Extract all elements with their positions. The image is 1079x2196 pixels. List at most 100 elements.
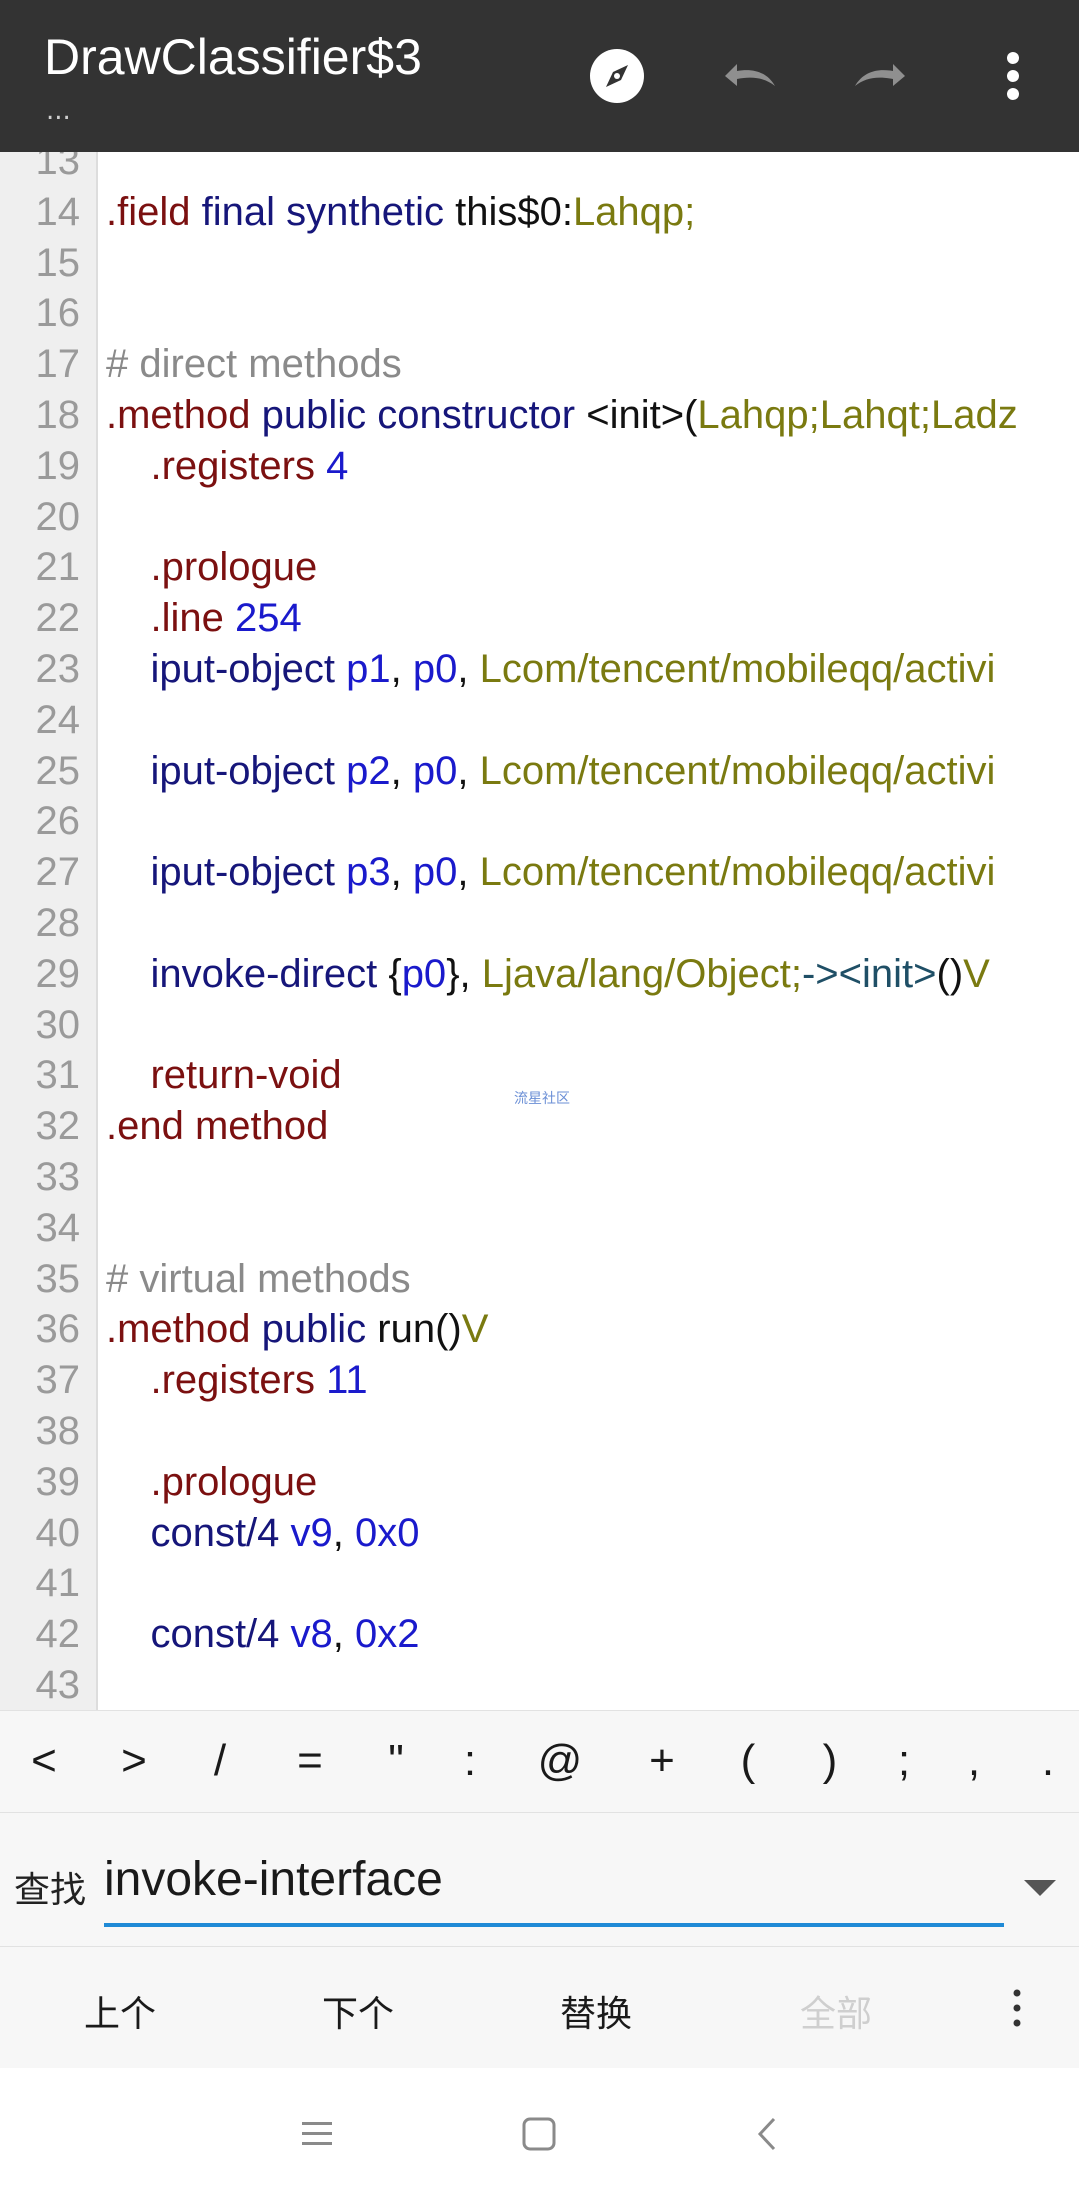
code-line[interactable]: 43 xyxy=(0,1660,1079,1710)
code-token: iput-object xyxy=(106,748,347,793)
code-line[interactable]: 35# virtual methods xyxy=(0,1254,1079,1305)
code-token: , xyxy=(332,1510,356,1555)
code-line[interactable]: 33 xyxy=(0,1152,1079,1203)
compass-icon[interactable] xyxy=(582,46,652,106)
code-line[interactable]: 13 xyxy=(0,152,1079,187)
code-line[interactable]: 21 .prologue xyxy=(0,542,1079,593)
code-token: const/4 xyxy=(106,1510,291,1555)
code-text: .prologue xyxy=(106,542,317,593)
file-title: DrawClassifier$3 xyxy=(44,29,422,85)
code-text: .prologue xyxy=(106,1457,317,1508)
code-line[interactable]: 14.field final synthetic this$0:Lahqp; xyxy=(0,187,1079,238)
replace-all-button[interactable]: 全部 xyxy=(799,1994,872,2035)
code-token: Lcom/tencent/mobileqq/activi xyxy=(479,748,996,793)
symbol-key[interactable]: + xyxy=(649,1736,675,1785)
code-text: # direct methods xyxy=(106,339,402,390)
code-line[interactable]: 41 xyxy=(0,1558,1079,1609)
code-token: run() xyxy=(377,1307,462,1352)
code-line[interactable]: 39 .prologue xyxy=(0,1457,1079,1508)
code-line[interactable]: 24 xyxy=(0,695,1079,746)
code-line[interactable]: 31 return-void xyxy=(0,1050,1079,1101)
code-line[interactable]: 32.end method xyxy=(0,1101,1079,1152)
line-number: 42 xyxy=(35,1612,81,1657)
code-token: p0 xyxy=(412,748,458,793)
code-line[interactable]: 29 invoke-direct {p0}, Ljava/lang/Object… xyxy=(0,949,1079,1000)
undo-icon[interactable] xyxy=(714,46,784,106)
back-icon[interactable] xyxy=(742,2112,792,2156)
symbol-key[interactable]: > xyxy=(121,1736,147,1785)
code-line[interactable]: 22 .line 254 xyxy=(0,593,1079,644)
code-token: final synthetic xyxy=(190,189,456,234)
code-token: Lcom/tencent/mobileqq/activi xyxy=(479,647,996,691)
code-line[interactable]: 17# direct methods xyxy=(0,339,1079,390)
symbol-key[interactable]: : xyxy=(463,1736,477,1785)
symbol-key[interactable]: ( xyxy=(740,1736,756,1785)
code-line[interactable]: 27 iput-object p3, p0, Lcom/tencent/mobi… xyxy=(0,847,1079,898)
code-text: const/4 v9, 0x0 xyxy=(106,1508,419,1559)
dropdown-triangle-icon[interactable] xyxy=(1022,1877,1058,1899)
symbol-key[interactable]: @ xyxy=(537,1736,583,1785)
code-token: .method xyxy=(106,393,251,437)
line-number: 26 xyxy=(35,799,81,844)
code-line[interactable]: 28 xyxy=(0,898,1079,949)
code-text: invoke-direct {p0}, Ljava/lang/Object;->… xyxy=(106,949,989,1000)
more-vertical-icon[interactable] xyxy=(978,46,1048,106)
previous-button[interactable]: 上个 xyxy=(83,1994,156,2035)
line-number: 38 xyxy=(35,1409,81,1453)
symbol-key[interactable]: ; xyxy=(897,1736,911,1785)
code-token: () xyxy=(936,951,964,996)
code-line[interactable]: 36.method public run()V xyxy=(0,1304,1079,1355)
code-line[interactable]: 37 .registers 11 xyxy=(0,1355,1079,1406)
code-token: return-void xyxy=(106,1053,342,1098)
code-token: { xyxy=(388,951,402,996)
replace-button[interactable]: 替换 xyxy=(559,1994,632,2035)
symbol-key[interactable]: < xyxy=(31,1736,57,1785)
app-bar: DrawClassifier$3 ... xyxy=(0,0,1079,152)
next-button[interactable]: 下个 xyxy=(321,1994,394,2035)
actions-more-icon[interactable] xyxy=(1010,1983,1024,2033)
code-line[interactable]: 30 xyxy=(0,1000,1079,1051)
code-line[interactable]: 38 xyxy=(0,1406,1079,1457)
line-number: 16 xyxy=(35,291,81,336)
code-line[interactable]: 20 xyxy=(0,492,1079,543)
code-line[interactable]: 15 xyxy=(0,238,1079,289)
code-token: # direct methods xyxy=(106,342,402,387)
symbol-key[interactable]: / xyxy=(213,1736,227,1785)
code-line[interactable]: 40 const/4 v9, 0x0 xyxy=(0,1508,1079,1559)
code-line[interactable]: 34 xyxy=(0,1203,1079,1254)
find-input-underline xyxy=(104,1923,1004,1927)
code-token: .registers xyxy=(106,1358,315,1403)
code-token: p3 xyxy=(346,850,391,895)
home-icon[interactable] xyxy=(514,2112,564,2156)
line-number: 22 xyxy=(35,596,81,641)
code-token: , xyxy=(332,1612,356,1657)
code-token: .registers xyxy=(106,443,315,488)
code-line[interactable]: 26 xyxy=(0,796,1079,847)
line-number: 30 xyxy=(35,1002,81,1047)
line-number: 35 xyxy=(35,1256,81,1301)
find-bar: 查找 invoke-interface xyxy=(0,1812,1079,1947)
code-line[interactable]: 25 iput-object p2, p0, Lcom/tencent/mobi… xyxy=(0,746,1079,797)
symbol-shortcut-bar: < > / = ": @ + ();,. xyxy=(0,1710,1079,1813)
code-token: 11 xyxy=(314,1358,368,1403)
symbol-key[interactable]: ) xyxy=(822,1736,838,1785)
recent-apps-icon[interactable] xyxy=(292,2112,342,2156)
code-line[interactable]: 16 xyxy=(0,288,1079,339)
symbol-key[interactable]: = xyxy=(297,1736,323,1785)
find-input[interactable]: invoke-interface xyxy=(104,1853,443,1906)
code-line[interactable]: 18.method public constructor <init>(Lahq… xyxy=(0,390,1079,441)
symbol-key[interactable]: . xyxy=(1041,1736,1055,1785)
code-token: p0 xyxy=(412,850,458,895)
code-line[interactable]: 42 const/4 v8, 0x2 xyxy=(0,1609,1079,1660)
code-token: 0x2 xyxy=(355,1612,420,1657)
symbol-key[interactable]: " xyxy=(388,1736,404,1785)
code-token: v9 xyxy=(290,1510,333,1555)
code-line[interactable]: 23 iput-object p1, p0, Lcom/tencent/mobi… xyxy=(0,644,1079,695)
code-line[interactable]: 19 .registers 4 xyxy=(0,441,1079,492)
line-number: 36 xyxy=(35,1307,81,1352)
line-number: 27 xyxy=(35,850,81,895)
redo-icon[interactable] xyxy=(846,46,916,106)
symbol-key[interactable]: , xyxy=(967,1736,981,1785)
line-number: 20 xyxy=(35,494,81,539)
